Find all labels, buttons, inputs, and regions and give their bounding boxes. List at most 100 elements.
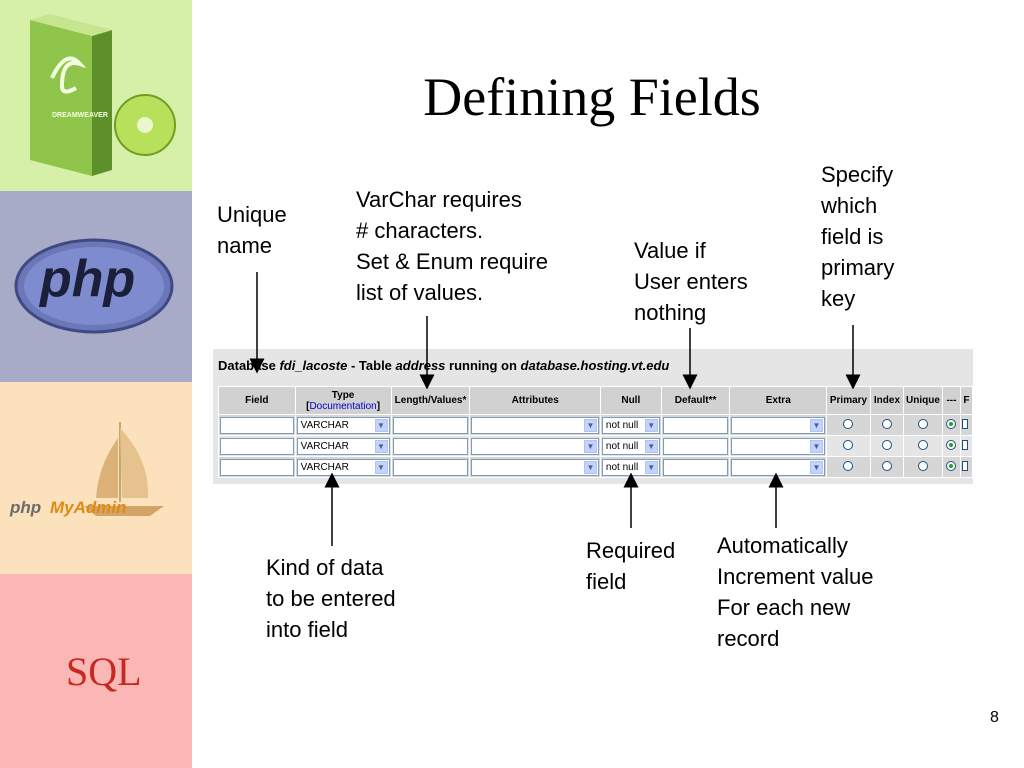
note-line: record (717, 626, 780, 651)
php-logo-icon (14, 238, 174, 334)
note-line: primary (821, 255, 895, 280)
dreamweaver-box-icon (30, 14, 176, 176)
slide-title: Defining Fields (423, 67, 761, 127)
dreamweaver-panel: DREAMWEAVER (0, 0, 192, 191)
default-input[interactable] (662, 437, 729, 455)
phpmyadmin-caption-myadmin: MyAdmin (50, 498, 127, 517)
extra-select[interactable]: ▼ (731, 416, 825, 434)
host-name: database.hosting.vt.edu (520, 358, 670, 373)
chevron-down-icon: ▼ (644, 460, 658, 474)
sql-logo-icon: SQL (66, 649, 142, 694)
chevron-down-icon: ▼ (374, 460, 388, 474)
none-radio[interactable] (946, 418, 957, 429)
null-select[interactable]: not null▼ (601, 437, 660, 455)
type-select[interactable]: VARCHAR▼ (296, 437, 390, 455)
type-header-label: Type (331, 389, 355, 401)
col-attributes: Attributes (469, 386, 601, 415)
primary-radio[interactable] (843, 439, 854, 450)
col-length: Length/Values* (390, 386, 471, 415)
sql-panel: SQL (0, 574, 192, 768)
null-select[interactable]: not null▼ (601, 416, 660, 434)
database-heading: Database fdi_lacoste - Table address run… (218, 358, 669, 373)
documentation-link[interactable]: Documentation (309, 400, 377, 412)
phpmyadmin-logo-icon (84, 422, 164, 516)
type-select[interactable]: VARCHAR ▼ (296, 458, 390, 476)
length-input[interactable] (392, 437, 469, 455)
default-input[interactable] (662, 458, 729, 476)
none-radio[interactable] (946, 439, 957, 450)
attributes-select[interactable]: ▼ (471, 458, 599, 476)
db-prefix: Database (218, 358, 276, 373)
chevron-down-icon: ▼ (810, 439, 823, 453)
extra-select[interactable]: ▼ (731, 458, 825, 476)
primary-radio[interactable] (843, 460, 854, 471)
note-line: name (217, 233, 273, 258)
field-name-input[interactable] (220, 437, 294, 455)
col-null: Null (599, 386, 662, 415)
null-select[interactable]: not null▼ (601, 458, 660, 476)
index-radio[interactable] (881, 418, 892, 429)
col-index: Index (869, 386, 904, 415)
length-input[interactable] (392, 416, 469, 434)
type-value: VARCHAR (300, 461, 349, 473)
unique-radio[interactable] (917, 460, 928, 471)
table-row: VARCHAR ▼ ▼ not null▼ ▼ (218, 456, 973, 478)
field-name-input[interactable] (220, 458, 294, 476)
note-line: to be entered (266, 586, 396, 611)
chevron-down-icon: ▼ (583, 439, 597, 453)
chevron-down-icon: ▼ (810, 460, 823, 474)
col-unique: Unique (902, 386, 943, 415)
note-line: key (821, 286, 856, 311)
fulltext-checkbox[interactable] (961, 439, 968, 450)
length-input[interactable] (392, 458, 469, 476)
phpmyadmin-panel: php MyAdmin (0, 382, 192, 574)
note-line: list of values. (356, 280, 484, 305)
chevron-down-icon: ▼ (374, 418, 388, 432)
annotation-unique-name: Unique name (217, 199, 287, 261)
col-type: Type [Documentation] (294, 386, 392, 415)
attributes-select[interactable]: ▼ (471, 416, 599, 434)
type-select[interactable]: VARCHAR ▼ (296, 416, 390, 434)
null-value: not null (605, 440, 639, 452)
annotation-required-field: Required field (586, 535, 675, 597)
fulltext-checkbox[interactable] (961, 418, 968, 429)
phpmyadmin-caption-php: php (10, 498, 42, 517)
doc-link-wrap: [Documentation] (306, 400, 381, 412)
col-none: --- (941, 386, 961, 415)
annotation-data-type: Kind of data to be entered into field (266, 552, 396, 645)
chevron-down-icon: ▼ (644, 418, 658, 432)
note-line: User enters (634, 269, 748, 294)
running-on: running on (449, 358, 517, 373)
chevron-down-icon: ▼ (583, 460, 597, 474)
annotation-auto-increment: Automatically Increment value For each n… (717, 530, 874, 654)
col-fulltext: F (959, 386, 973, 415)
unique-radio[interactable] (917, 418, 928, 429)
note-line: Kind of data (266, 555, 384, 580)
note-line: field (586, 569, 627, 594)
field-name-input[interactable] (220, 416, 294, 434)
chevron-down-icon: ▼ (810, 418, 823, 432)
attributes-select[interactable]: ▼ (471, 437, 599, 455)
table-prefix: - Table (350, 358, 392, 373)
index-radio[interactable] (881, 460, 892, 471)
primary-radio[interactable] (843, 418, 854, 429)
extra-select[interactable]: ▼ (731, 437, 825, 455)
type-value: VARCHAR (300, 419, 349, 431)
php-panel: php (0, 191, 192, 382)
chevron-down-icon: ▼ (583, 418, 597, 432)
index-radio[interactable] (881, 439, 892, 450)
none-radio[interactable] (946, 460, 957, 471)
note-line: Set & Enum require (356, 249, 548, 274)
default-input[interactable] (662, 416, 729, 434)
annotation-default-value: Value if User enters nothing (634, 235, 748, 328)
note-line: Automatically (717, 533, 848, 558)
page-number: 8 (990, 709, 999, 726)
dreamweaver-caption: DREAMWEAVER (52, 112, 108, 119)
unique-radio[interactable] (917, 439, 928, 450)
note-line: Unique (217, 202, 287, 227)
table-row: VARCHAR▼ ▼ not null▼ ▼ (218, 435, 973, 457)
fulltext-checkbox[interactable] (961, 460, 968, 471)
table-row: VARCHAR ▼ ▼ not null▼ ▼ (218, 414, 973, 436)
col-field: Field (218, 386, 296, 415)
col-extra: Extra (729, 386, 827, 415)
